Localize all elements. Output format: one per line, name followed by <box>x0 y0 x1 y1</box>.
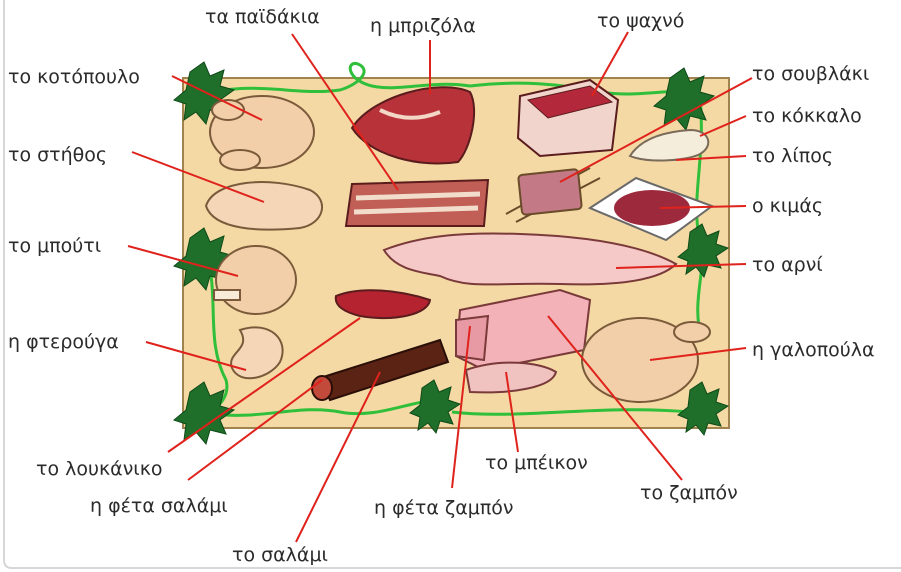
label-fterouga: η φτερούγα <box>8 331 119 353</box>
label-stithos: το στήθος <box>8 144 107 166</box>
ribs-illustration <box>346 180 488 226</box>
label-kimas: ο κιμάς <box>752 195 823 217</box>
label-kotopoulo: το κοτόπουλο <box>8 66 140 88</box>
label-psaxno: το ψαχνό <box>597 10 684 32</box>
label-feta-zampon: η φέτα ζαμπόν <box>374 497 514 519</box>
label-souvlaki: το σουβλάκι <box>752 63 869 85</box>
label-loukaniko: το λουκάνικο <box>36 458 163 480</box>
label-paidakia: τα παϊδάκια <box>205 6 320 28</box>
label-lipos: το λίπος <box>752 145 833 167</box>
chicken-illustration <box>210 96 314 170</box>
label-beikon: το μπέικον <box>485 452 588 474</box>
label-zampon: το ζαμπόν <box>640 482 738 504</box>
label-salami: το σαλάμι <box>232 544 328 566</box>
drumstick-illustration <box>214 246 296 314</box>
label-kokkalo: το κόκκαλο <box>752 105 862 127</box>
breast-illustration <box>206 182 322 230</box>
label-bouti: το μπούτι <box>8 235 101 257</box>
label-feta-salami: η φέτα σαλάμι <box>90 495 228 517</box>
label-arni: το αρνί <box>752 254 823 276</box>
label-brizola: η μπριζόλα <box>370 15 476 37</box>
label-galopoula: η γαλοπούλα <box>752 339 875 361</box>
